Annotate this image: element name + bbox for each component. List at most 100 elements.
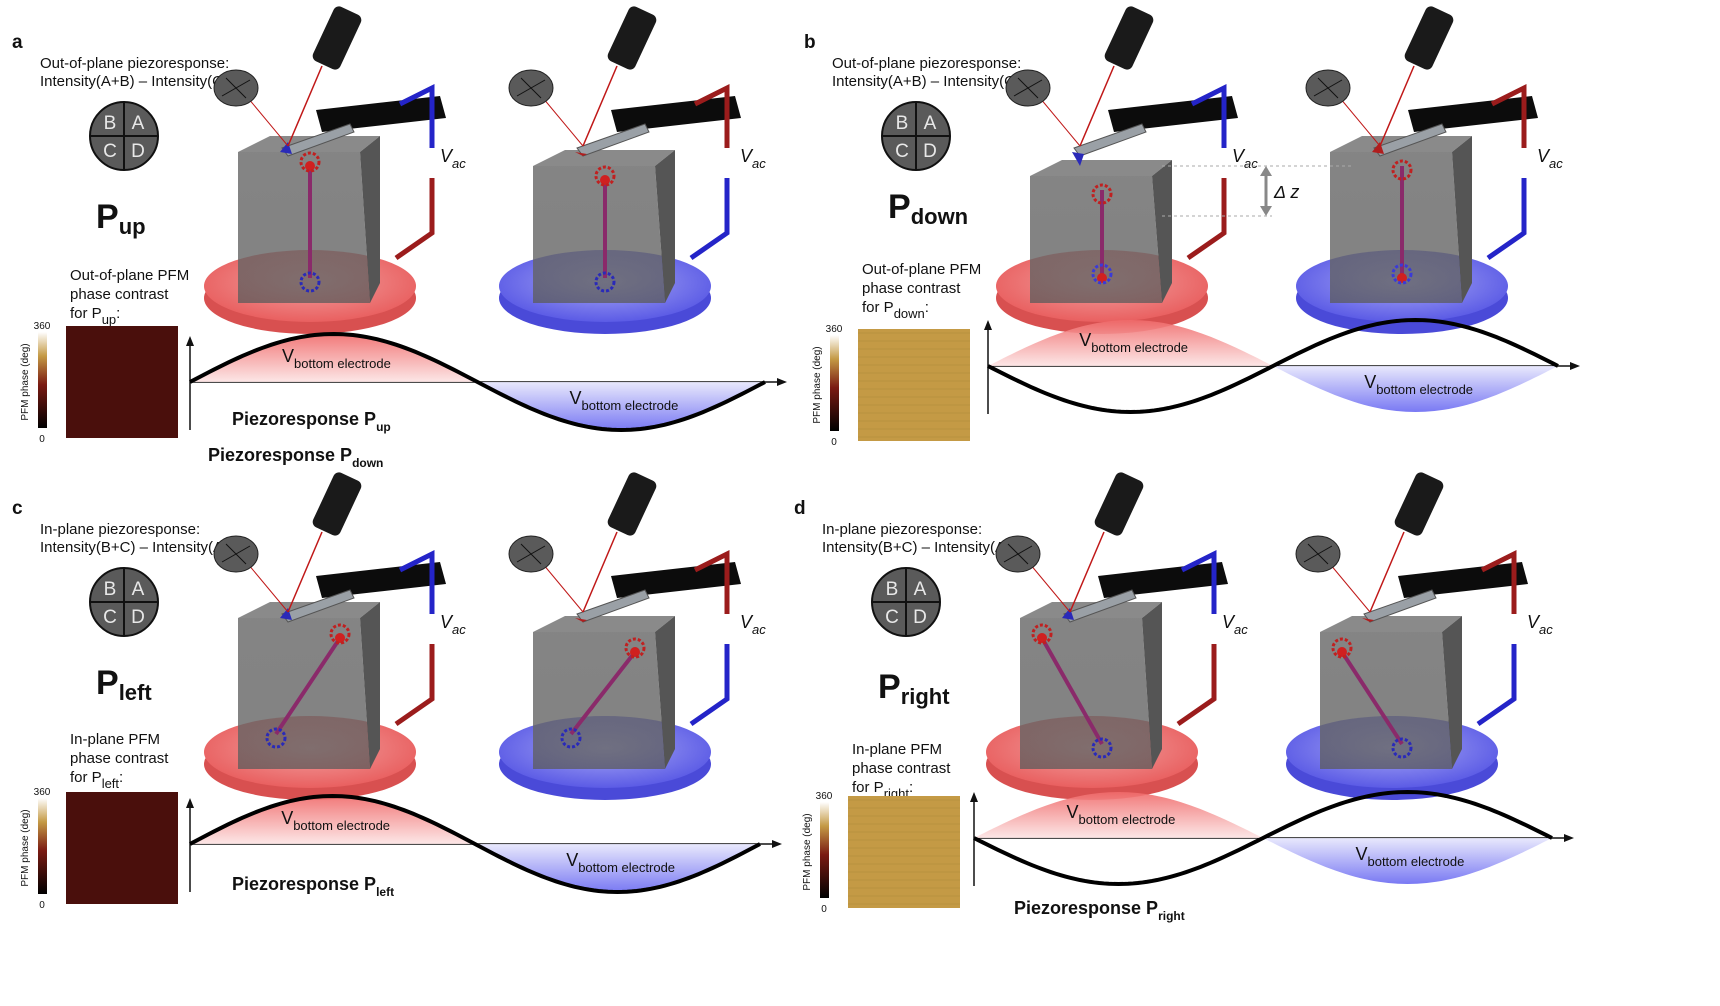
y-axis-arrowhead xyxy=(984,320,992,330)
polarization-label-sub: right xyxy=(901,684,951,709)
vbe-label-negative: Vbottom electrode xyxy=(566,850,675,875)
y-axis-arrowhead xyxy=(186,798,194,808)
vbe-label-negative: Vbottom electrode xyxy=(1364,372,1473,397)
polarization-arrow xyxy=(569,650,637,736)
laser-source xyxy=(312,6,362,70)
vac-label-1-sub: ac xyxy=(1244,156,1258,171)
pfm-apparatus xyxy=(1286,472,1528,800)
piezoresponse-label-sub: down xyxy=(352,456,383,470)
vbe-label-negative-sub: bottom electrode xyxy=(1376,382,1473,397)
arrow-head xyxy=(335,633,345,643)
contrast-line-3: for Pleft: xyxy=(70,769,123,791)
reflected-beam xyxy=(542,563,584,613)
colorbar-axis-label: PFM phase (deg) xyxy=(20,343,31,420)
crystal-side xyxy=(1452,136,1472,303)
reflected-beam xyxy=(1329,563,1371,613)
vbe-label-negative-sub: bottom electrode xyxy=(578,860,675,875)
quadrant-D: D xyxy=(131,141,145,162)
surface-charges xyxy=(1031,623,1053,645)
positive-voltage-lobe xyxy=(190,334,478,382)
vbe-label-positive-sub: bottom electrode xyxy=(1078,812,1175,827)
positive-voltage-lobe xyxy=(988,320,1273,366)
surface-charges xyxy=(299,151,321,173)
pfm-apparatus xyxy=(499,472,741,800)
vbe-label-positive-main: V xyxy=(282,346,294,366)
piezoresponse-label-sub: left xyxy=(376,885,394,899)
vac-label-2: Vac xyxy=(740,612,766,637)
bottom-charges xyxy=(560,727,582,749)
crystal-side xyxy=(360,602,380,769)
crystal-side xyxy=(655,616,675,769)
pfm-apparatus xyxy=(996,6,1238,334)
arrow-head xyxy=(305,161,315,171)
laser-source xyxy=(1104,6,1154,70)
contrast-line-2: phase contrast xyxy=(852,760,951,777)
wire-upper xyxy=(1180,549,1217,614)
polarization-arrow xyxy=(1040,637,1104,745)
polarization-label-main: P xyxy=(878,668,901,706)
positive-voltage-lobe xyxy=(190,796,475,844)
polarization-label: Pdown xyxy=(888,188,968,229)
quadrant-D: D xyxy=(131,607,145,628)
crystal-front xyxy=(533,166,665,303)
header-line-1: In-plane piezoresponse: xyxy=(40,521,200,538)
wire-upper xyxy=(693,83,730,148)
polarization-arrow xyxy=(1340,650,1404,746)
surface-charges xyxy=(1391,263,1413,285)
contrast-line-2: phase contrast xyxy=(862,280,961,297)
panel-letter: b xyxy=(804,32,816,53)
contrast-line-3-main: for P xyxy=(852,779,884,796)
polarization-label: Pleft xyxy=(96,664,152,705)
polarization-label-main: P xyxy=(96,198,119,236)
vac-label-1-sub: ac xyxy=(452,156,466,171)
contrast-line-3-sub: down xyxy=(894,306,925,321)
contrast-line-1: Out-of-plane PFM xyxy=(862,261,981,278)
y-axis-arrowhead xyxy=(186,336,194,346)
afm-tip xyxy=(1362,618,1374,622)
contrast-line-3-sub: up xyxy=(102,312,116,327)
colorbar xyxy=(38,332,47,428)
negative-voltage-lobe xyxy=(1273,366,1558,412)
crystal-front xyxy=(1330,152,1462,303)
piezoresponse-label-main: Piezoresponse P xyxy=(232,409,376,429)
contrast-line-1: In-plane PFM xyxy=(70,731,160,748)
cantilever-beam xyxy=(281,589,355,623)
colorbar xyxy=(38,798,47,894)
laser-beam xyxy=(1079,65,1115,147)
contrast-line-3: for Pup: xyxy=(70,305,120,327)
quadrant-B: B xyxy=(896,113,909,134)
pfm-phase-image xyxy=(66,326,178,438)
vac-label-2-sub: ac xyxy=(752,622,766,637)
wire-lower xyxy=(394,178,435,261)
contrast-line-3-end: : xyxy=(909,779,913,796)
vbe-label-positive: Vbottom electrode xyxy=(281,808,390,833)
wire-lower xyxy=(689,644,730,727)
delta-z-head-up xyxy=(1260,166,1272,176)
crystal-side xyxy=(1142,602,1162,769)
cantilever-chip xyxy=(1098,562,1228,598)
detector-line xyxy=(1017,77,1039,99)
bottom-charges xyxy=(1391,159,1413,181)
bottom-charges xyxy=(299,271,321,293)
surface-charges xyxy=(1331,637,1353,659)
contrast-line-3-main: for P xyxy=(70,305,102,322)
wire-upper xyxy=(1190,83,1227,148)
laser-source xyxy=(1404,6,1454,70)
piezoresponse-label: Piezoresponse Pdown xyxy=(208,445,383,470)
panel-letter: d xyxy=(794,498,806,519)
polarization-label-sub: left xyxy=(119,680,153,705)
afm-tip xyxy=(1072,152,1084,166)
piezoresponse-label-sub: up xyxy=(376,420,391,434)
detector-line xyxy=(1317,77,1339,99)
negative-voltage-lobe xyxy=(475,844,760,892)
vac-label-1: Vac xyxy=(440,146,466,171)
crystal-side xyxy=(655,150,675,303)
